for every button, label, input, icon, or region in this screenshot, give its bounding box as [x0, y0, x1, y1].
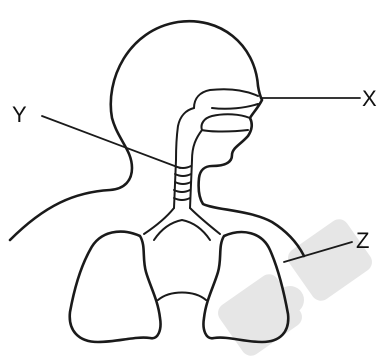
nasal-cavity: [194, 89, 258, 108]
label-z: Z: [356, 228, 369, 253]
label-x: X: [362, 86, 377, 111]
heart-notch: [158, 293, 206, 301]
left-bronchus: [144, 208, 174, 234]
carina: [154, 220, 210, 240]
pharynx-front-wall: [192, 130, 202, 160]
nasal-floor: [212, 104, 258, 109]
oral-cavity: [201, 114, 250, 131]
pharynx-back-wall: [176, 108, 194, 160]
right-bronchus: [190, 208, 220, 234]
head-outline: [10, 21, 304, 256]
label-y: Y: [12, 102, 27, 127]
watermark: [214, 215, 376, 359]
pointer-line-y: [42, 116, 180, 168]
left-lung: [70, 232, 161, 342]
